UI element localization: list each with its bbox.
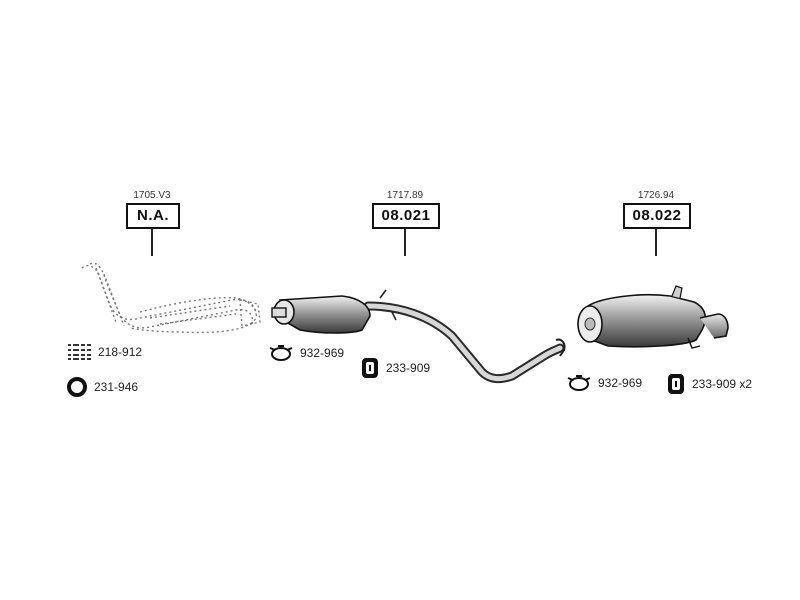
clamp-icon (567, 375, 591, 391)
middle-silencer-drawing (271, 289, 566, 384)
part-code-label: N.A. (126, 203, 180, 229)
accessory-gasket-ring: 231-946 (66, 376, 138, 398)
accessory-mount-front: 233-909 (360, 356, 430, 380)
part-code-label: 08.022 (623, 203, 691, 229)
accessory-code: 932-969 (598, 376, 643, 390)
part-ref-number: 1726.94 (637, 190, 675, 201)
rear-silencer-drawing (577, 285, 729, 349)
accessory-code: 218-912 (98, 345, 143, 359)
gasket-ring-icon (67, 377, 87, 397)
accessory-code: 233-909 (386, 361, 431, 375)
rubber-mount-icon (668, 374, 684, 394)
part-code-label: 08.021 (372, 203, 440, 229)
accessory-mount-rear: 233-909 x2 (666, 372, 752, 396)
front-pipe-drawing (81, 262, 261, 334)
leader-line (655, 229, 657, 256)
clamp-icon (269, 345, 293, 361)
accessory-bolt-kit: 218-912 (68, 343, 142, 361)
bolt-kit-icon (68, 344, 91, 360)
rubber-mount-icon (362, 358, 378, 378)
accessory-clamp-front: 932-969 (268, 344, 344, 362)
accessory-code: 932-969 (300, 346, 345, 360)
leader-line (404, 229, 406, 256)
accessory-clamp-rear: 932-969 (566, 374, 642, 392)
part-ref-number: 1705.V3 (133, 190, 171, 201)
accessory-code: 231-946 (94, 380, 139, 394)
part-ref-number: 1717.89 (386, 190, 424, 201)
leader-line (151, 229, 153, 256)
accessory-code: 233-909 x2 (692, 377, 753, 391)
